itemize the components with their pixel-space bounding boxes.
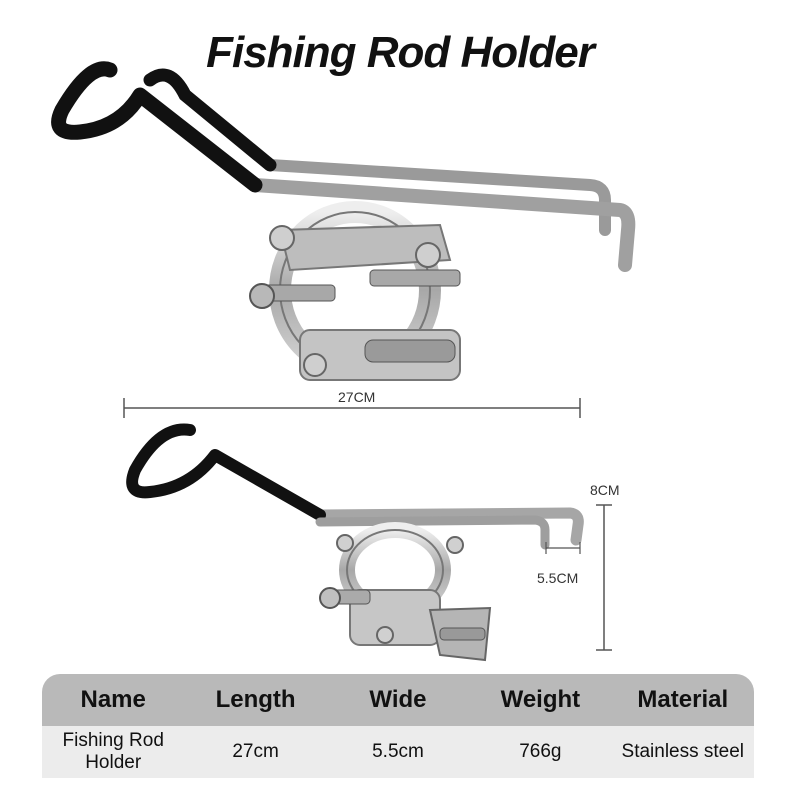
spec-table-row: Fishing Rod Holder 27cm 5.5cm 766g Stain… (42, 726, 754, 778)
length-dimension-line (123, 398, 581, 418)
width-dimension-line (545, 542, 581, 554)
spec-table-header-row: Name Length Wide Weight Material (42, 674, 754, 726)
width-label: 5.5CM (537, 570, 579, 586)
height-label: 8CM (590, 482, 620, 498)
cell-name: Fishing Rod Holder (42, 726, 185, 778)
rod-holder-top-view (51, 61, 636, 381)
cell-material: Stainless steel (611, 726, 754, 778)
spec-table: Name Length Wide Weight Material Fishing… (42, 674, 754, 778)
header-length: Length (184, 674, 327, 726)
header-name: Name (42, 674, 185, 726)
header-wide: Wide (326, 674, 470, 726)
cell-weight: 766g (469, 726, 612, 778)
rod-holder-side-view (126, 423, 584, 662)
height-dimension-line (596, 504, 612, 651)
length-label: 27CM (338, 389, 376, 405)
header-weight: Weight (469, 674, 612, 726)
page-title: Fishing Rod Holder (206, 28, 595, 77)
header-material: Material (611, 674, 754, 726)
cell-wide: 5.5cm (326, 726, 470, 778)
cell-length: 27cm (184, 726, 327, 778)
